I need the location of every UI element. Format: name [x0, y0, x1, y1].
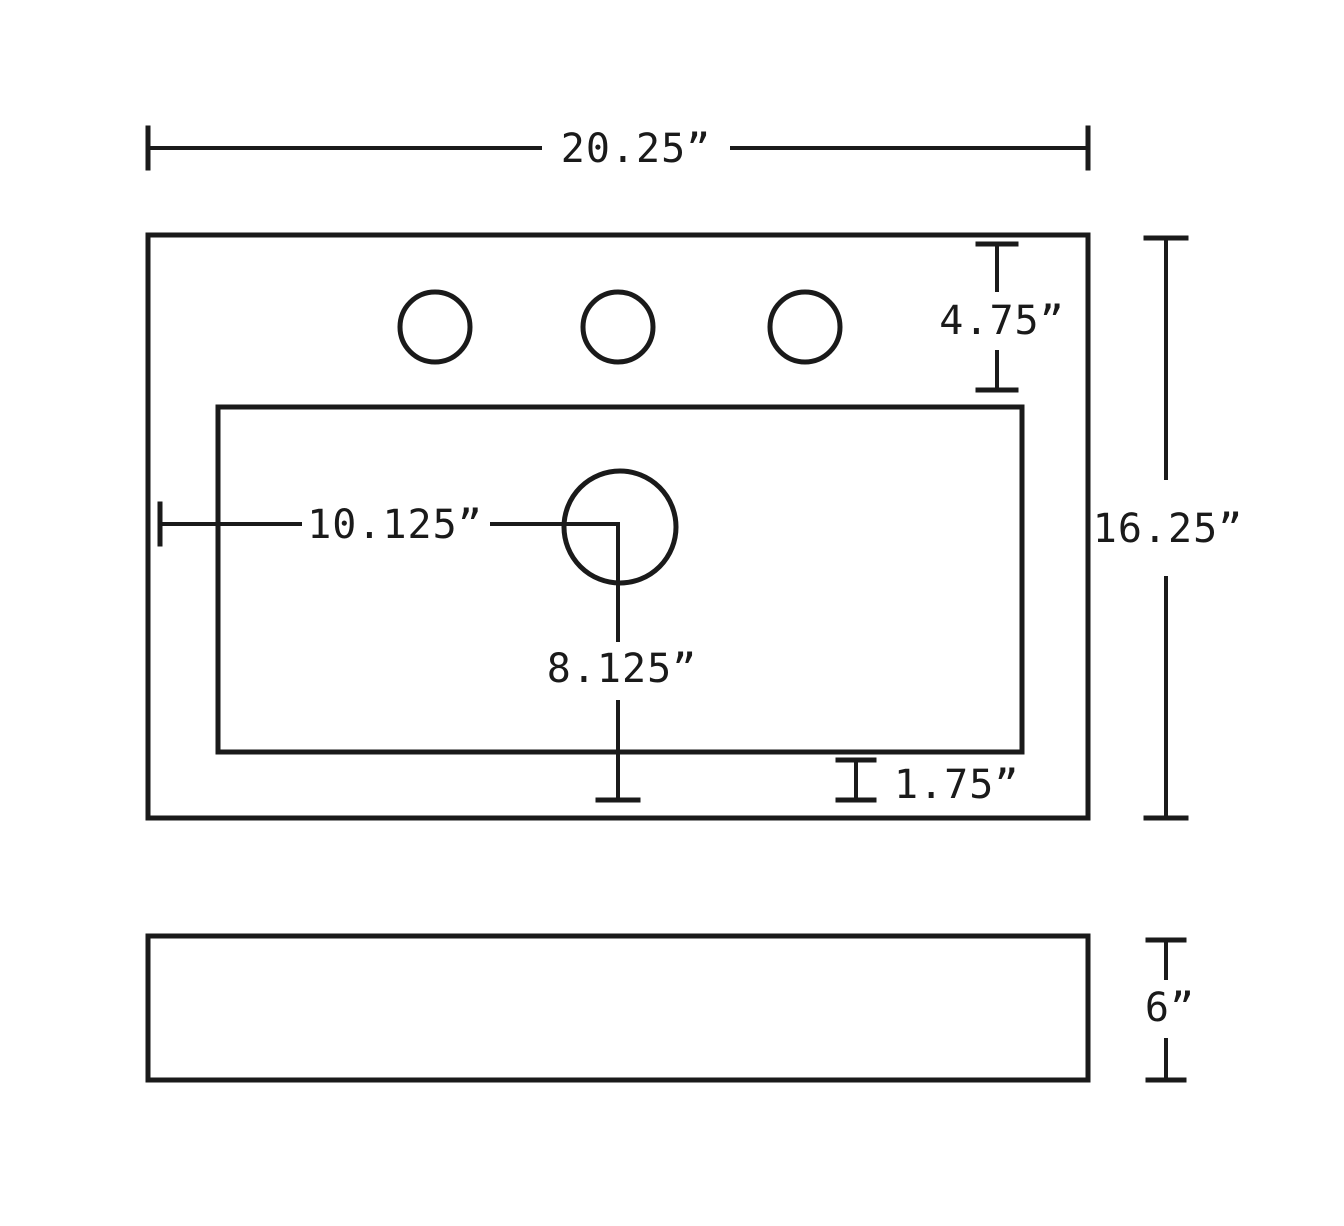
dim-overall-depth: 16.25”: [1093, 235, 1244, 821]
faucet-hole-center: [580, 289, 656, 365]
faucet-hole-left: [397, 289, 473, 365]
dim-label-drain-from-left: 10.125”: [307, 502, 483, 548]
dim-drain-from-left: 10.125”: [157, 501, 620, 548]
dim-overall-width: 20.25”: [145, 125, 1091, 172]
sink-side-view-rect: [145, 933, 1091, 1083]
dim-side-height: 6”: [1145, 937, 1195, 1083]
dim-faucet-offset: 4.75”: [939, 241, 1064, 393]
faucet-hole-right: [767, 289, 843, 365]
dim-label-side-height: 6”: [1145, 985, 1195, 1031]
dim-label-faucet-offset: 4.75”: [939, 298, 1064, 344]
dim-basin-to-edge: 1.75”: [835, 757, 1019, 808]
dim-label-basin-to-edge: 1.75”: [894, 762, 1019, 808]
dim-label-drain-to-bottom: 8.125”: [547, 646, 698, 692]
dim-label-overall-width: 20.25”: [561, 126, 712, 172]
dim-label-overall-depth: 16.25”: [1093, 506, 1244, 552]
dim-drain-to-bottom: 8.125”: [547, 522, 698, 803]
